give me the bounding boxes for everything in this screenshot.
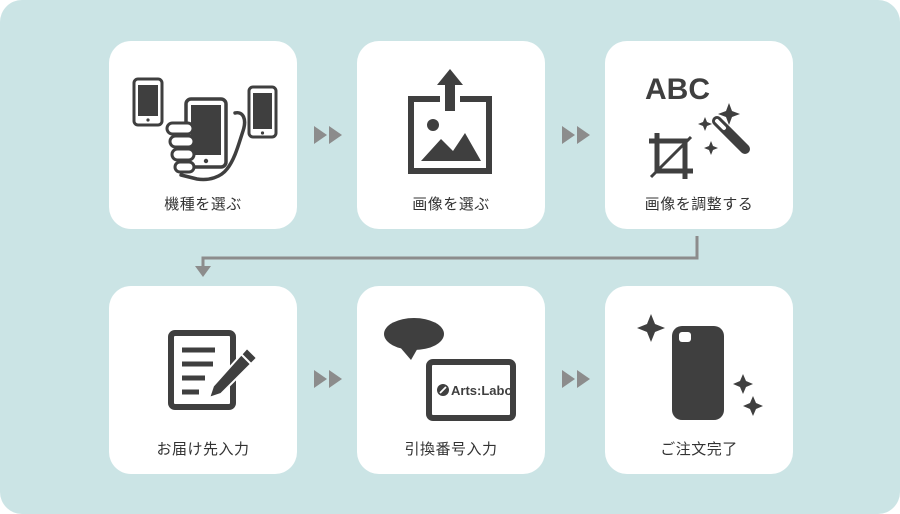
phones-in-hand-icon [132, 77, 278, 182]
double-chevron-icon [562, 126, 590, 144]
abc-text: ABC [645, 73, 710, 106]
double-chevron-icon [314, 370, 342, 388]
step-label: 機種を選ぶ [164, 195, 242, 213]
step-card-select-image[interactable]: 画像を選ぶ [357, 41, 545, 229]
form-pencil-icon [168, 330, 259, 410]
step-card-adjust-image[interactable]: ABC 画像を調整する [605, 41, 793, 229]
step-card-order-complete[interactable]: ご注文完了 [605, 286, 793, 474]
step-label: 画像を選ぶ [412, 195, 490, 213]
step-label: 画像を調整する [644, 195, 754, 213]
double-chevron-icon [562, 370, 590, 388]
step-label: ご注文完了 [660, 440, 738, 458]
text-crop-magic-icon: ABC [645, 73, 750, 179]
step-label: お届け先入力 [156, 440, 250, 458]
brand-text: Arts:Labo [451, 383, 512, 398]
sparkling-case-icon [637, 314, 763, 420]
step-card-redemption-code[interactable]: Arts:Labo 引換番号入力 [357, 286, 545, 474]
step-card-delivery-address[interactable]: お届け先入力 [109, 286, 297, 474]
step-label: 引換番号入力 [404, 440, 498, 458]
image-upload-icon [408, 69, 492, 174]
step-card-select-model[interactable]: 機種を選ぶ [109, 41, 297, 229]
coupon-speech-icon: Arts:Labo [384, 318, 516, 421]
double-chevron-icon [314, 126, 342, 144]
